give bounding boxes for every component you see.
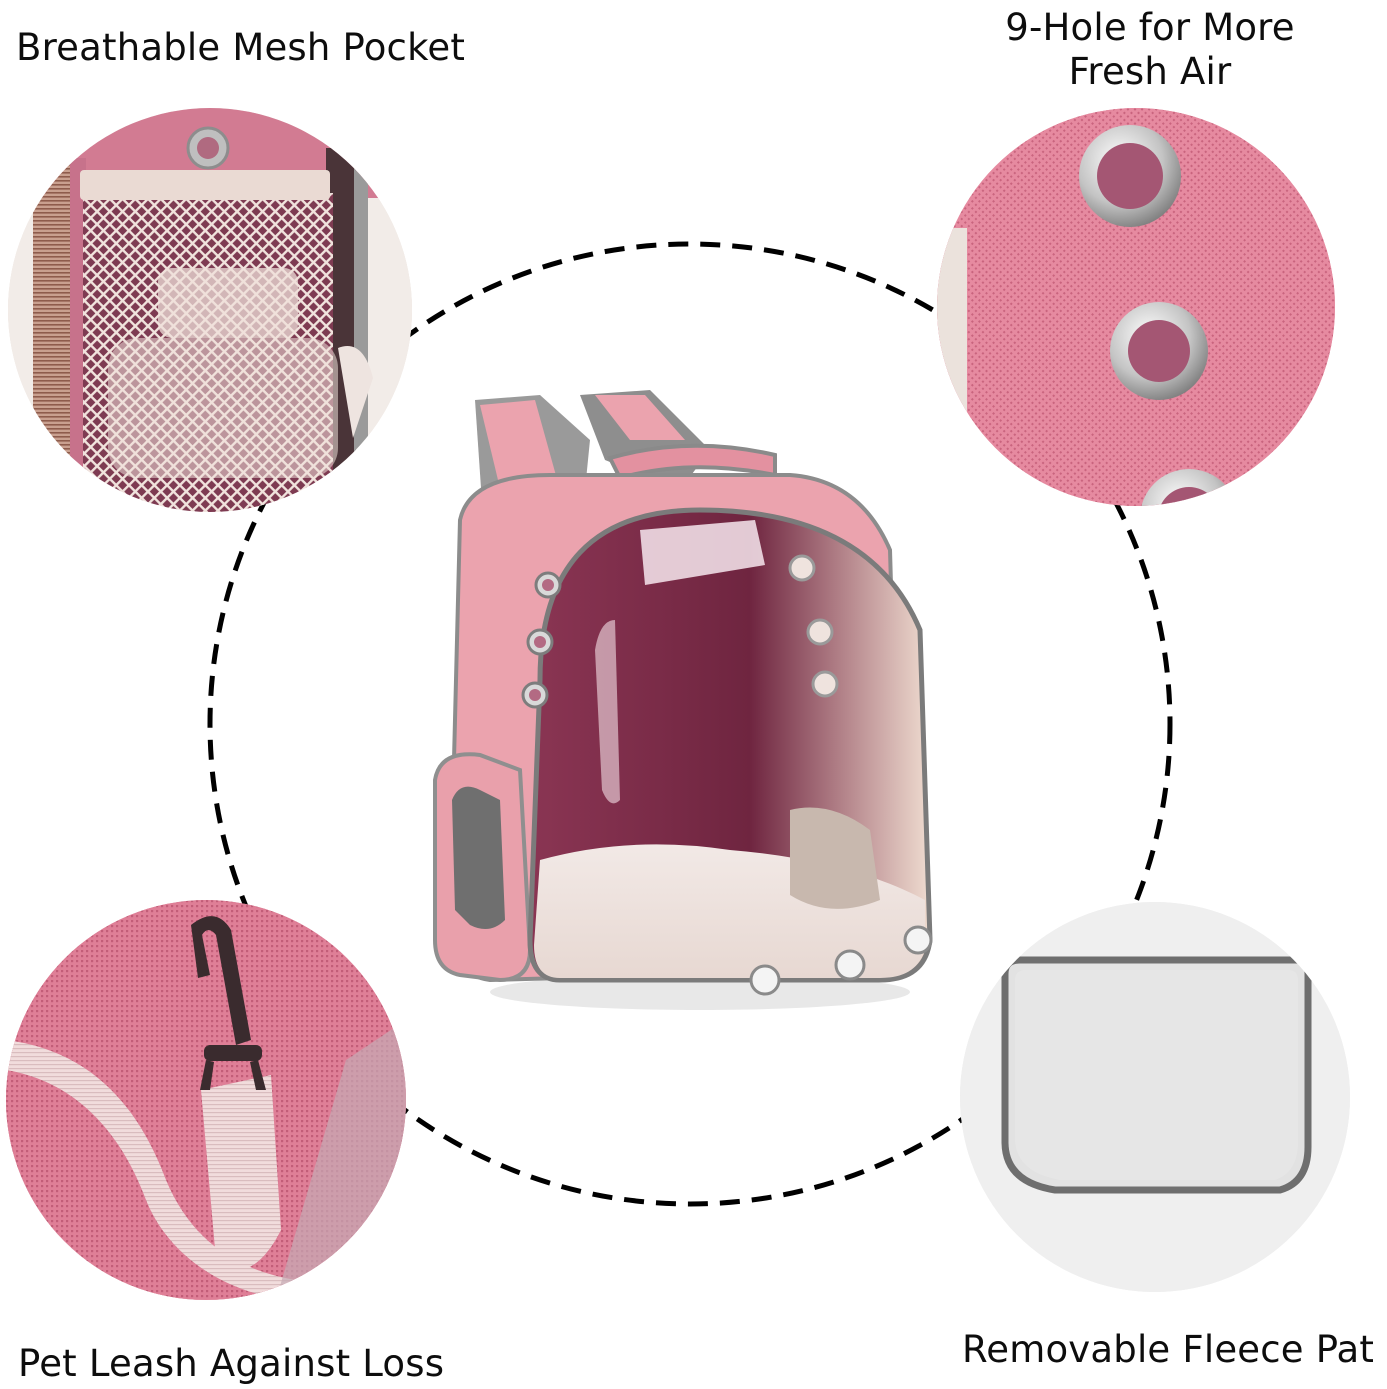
air-holes-detail-image xyxy=(937,108,1335,506)
mesh-pocket-icon xyxy=(8,108,412,512)
air-hole-grommet-icon xyxy=(937,108,1335,506)
backpack-icon xyxy=(433,390,933,1010)
fleece-pad-detail-image xyxy=(960,902,1350,1292)
feature-label-air-holes-line1: 9-Hole for More xyxy=(1005,6,1295,49)
leash-detail-image xyxy=(6,900,406,1300)
feature-label-air-holes: 9-Hole for More Fresh Air xyxy=(990,6,1310,94)
fleece-pad-icon xyxy=(960,902,1350,1292)
feature-label-leash: Pet Leash Against Loss xyxy=(18,1342,445,1385)
feature-label-fleece-pad: Removable Fleece Pat xyxy=(962,1328,1375,1371)
pet-bubble-backpack-image xyxy=(430,380,950,1020)
leash-clip-icon xyxy=(6,900,406,1300)
feature-label-mesh-pocket: Breathable Mesh Pocket xyxy=(16,26,466,69)
feature-label-air-holes-line2: Fresh Air xyxy=(1068,50,1232,93)
mesh-pocket-detail-image xyxy=(8,108,412,512)
